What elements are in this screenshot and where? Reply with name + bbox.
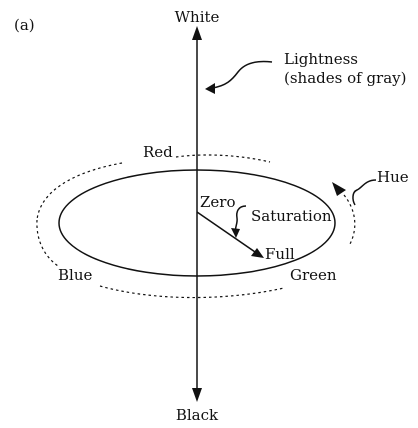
full-label: Full bbox=[265, 245, 295, 263]
saturation-label: Saturation bbox=[251, 207, 332, 225]
axis-arrowhead-top bbox=[192, 26, 202, 40]
panel-label: (a) bbox=[14, 16, 35, 34]
black-label: Black bbox=[176, 406, 219, 424]
hue-ring-left-lower bbox=[36, 219, 59, 267]
saturation-arrowhead bbox=[251, 248, 264, 258]
saturation-pointer-head bbox=[231, 228, 240, 238]
shades-of-gray-label: (shades of gray) bbox=[284, 69, 407, 87]
white-label: White bbox=[175, 8, 220, 26]
hue-ring-top bbox=[36, 162, 123, 221]
saturation-arrow bbox=[196, 211, 259, 255]
hue-arrowhead bbox=[332, 182, 346, 196]
blue-label: Blue bbox=[58, 266, 92, 284]
axis-arrowhead-bottom bbox=[192, 388, 202, 402]
red-label: Red bbox=[143, 143, 173, 161]
zero-label: Zero bbox=[200, 193, 236, 211]
lightness-label: Lightness bbox=[284, 50, 358, 68]
hue-label: Hue bbox=[377, 168, 409, 186]
lightness-pointer-head bbox=[205, 83, 215, 94]
green-label: Green bbox=[290, 266, 337, 284]
hue-ring-bottom bbox=[99, 285, 285, 299]
hue-ring-top-right bbox=[175, 154, 271, 163]
hue-pointer bbox=[352, 179, 377, 206]
lightness-pointer bbox=[211, 60, 273, 89]
